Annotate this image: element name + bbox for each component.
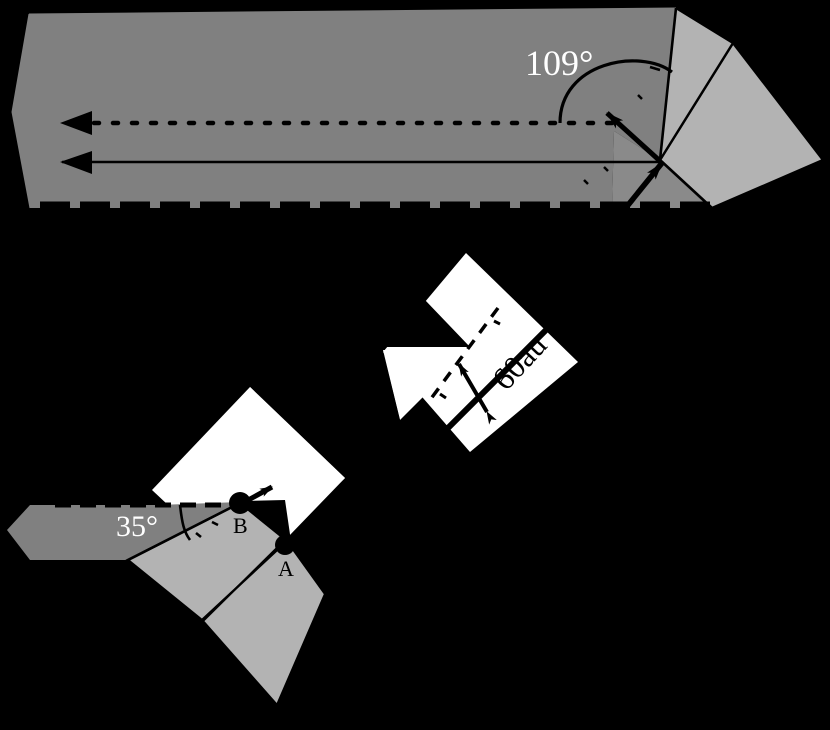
top-slab-body <box>12 8 676 208</box>
bottom-crystal-panel: B A 35° <box>7 387 345 708</box>
incident-ray <box>617 161 665 217</box>
middle-diamond <box>383 253 578 452</box>
top-beam-panel: 109° <box>11 6 825 217</box>
middle-tick-2 <box>439 392 447 400</box>
dimension-arrow-60au <box>457 362 497 425</box>
point-a-dot <box>275 535 295 555</box>
top-crystal-face-line-lower <box>659 159 713 209</box>
point-b-label: B <box>233 513 248 538</box>
bottom-tick-2 <box>211 520 219 527</box>
reflected-ray <box>605 111 662 163</box>
top-slab-top-edge <box>28 7 677 15</box>
point-b-dot <box>229 492 251 514</box>
bottom-tick-1 <box>195 531 202 539</box>
solid-ray-arrowhead <box>60 151 92 174</box>
angle-arc-109 <box>558 59 673 124</box>
bottom-white-diamond-body <box>152 387 345 520</box>
face-tick-4 <box>603 166 609 172</box>
middle-notch-void <box>370 352 400 420</box>
face-tick-2 <box>637 94 643 100</box>
middle-diamond-panel: 60au <box>370 253 578 452</box>
middle-tick-1 <box>493 319 501 326</box>
middle-diamond-notch-lower <box>383 350 470 420</box>
angle-label-35: 35° <box>116 510 158 543</box>
point-a-label: A <box>278 556 294 581</box>
dotted-ray-arrowhead <box>60 111 92 135</box>
middle-diamond-notch <box>383 300 470 347</box>
face-tick-1 <box>649 65 661 72</box>
top-slab-left-chamfer <box>11 13 31 209</box>
bottom-crystal-surface <box>125 501 241 563</box>
face-tick-3 <box>583 179 589 185</box>
angle-label-109: 109° <box>525 43 593 83</box>
angle-arc-35 <box>178 504 192 541</box>
bottom-fan-divider <box>201 539 286 623</box>
top-crystal-face-line <box>658 7 678 161</box>
